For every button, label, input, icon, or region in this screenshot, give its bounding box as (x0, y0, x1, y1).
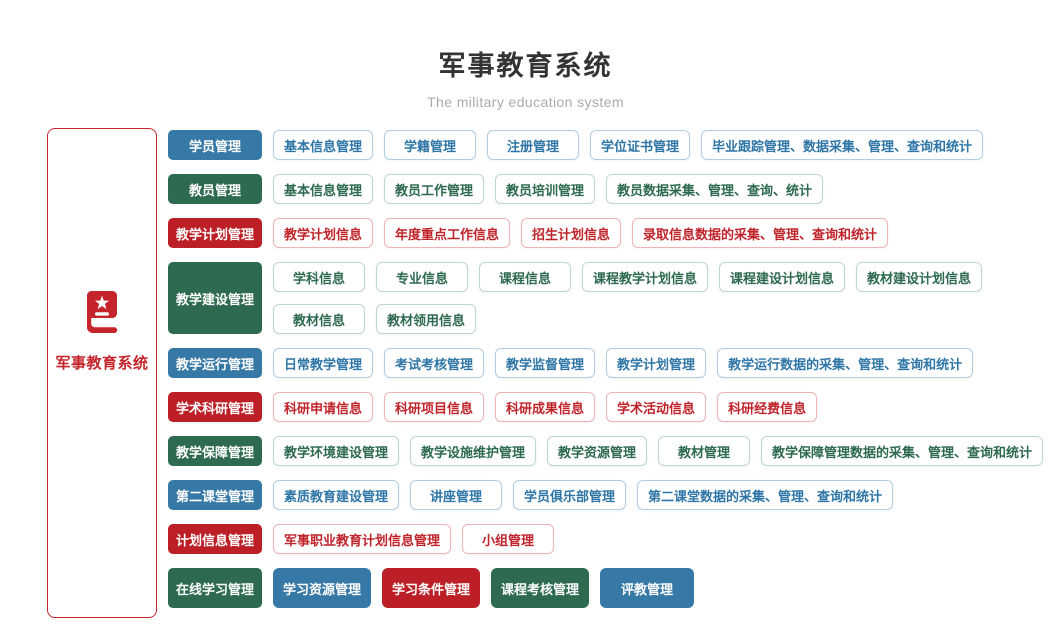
sub-module-button[interactable]: 课程教学计划信息 (582, 262, 709, 292)
book-star-icon (78, 289, 126, 342)
module-row: 教学保障管理教学环境建设管理教学设施维护管理教学资源管理教材管理教学保障管理数据… (168, 436, 1044, 466)
sub-module-button[interactable]: 日常教学管理 (273, 348, 374, 378)
module-line: 日常教学管理考试考核管理教学监督管理教学计划管理教学运行数据的采集、管理、查询和… (273, 348, 974, 378)
module-lines: 基本信息管理教员工作管理教员培训管理教员数据采集、管理、查询、统计 (273, 174, 824, 204)
sub-module-button[interactable]: 学员俱乐部管理 (513, 480, 627, 510)
category-button[interactable]: 学员管理 (168, 130, 262, 160)
system-panel-label: 军事教育系统 (55, 355, 149, 372)
sub-module-button[interactable]: 教材管理 (658, 436, 751, 466)
sub-module-button[interactable]: 录取信息数据的采集、管理、查询和统计 (632, 218, 889, 248)
module-lines: 教学环境建设管理教学设施维护管理教学资源管理教材管理教学保障管理数据的采集、管理… (273, 436, 1044, 466)
sub-module-button[interactable]: 教学环境建设管理 (273, 436, 400, 466)
category-button[interactable]: 教学保障管理 (168, 436, 262, 466)
module-row: 第二课堂管理素质教育建设管理讲座管理学员俱乐部管理第二课堂数据的采集、管理、查询… (168, 480, 1043, 510)
sub-module-button[interactable]: 教员培训管理 (495, 174, 596, 204)
module-row: 在线学习管理学习资源管理学习条件管理课程考核管理评教管理 (168, 568, 1043, 608)
sub-module-button[interactable]: 毕业跟踪管理、数据采集、管理、查询和统计 (701, 130, 984, 160)
module-rows: 学员管理基本信息管理学籍管理注册管理学位证书管理毕业跟踪管理、数据采集、管理、查… (168, 130, 1044, 608)
category-button[interactable]: 计划信息管理 (168, 524, 262, 554)
module-line: 学习资源管理学习条件管理课程考核管理评教管理 (273, 568, 695, 608)
category-button[interactable]: 在线学习管理 (168, 568, 262, 608)
module-line: 教学环境建设管理教学设施维护管理教学资源管理教材管理教学保障管理数据的采集、管理… (273, 436, 1044, 466)
category-button[interactable]: 学术科研管理 (168, 392, 262, 422)
module-row: 教学建设管理学科信息专业信息课程信息课程教学计划信息课程建设计划信息教材建设计划… (168, 262, 1043, 334)
sub-module-button[interactable]: 学习资源管理 (273, 568, 372, 608)
module-line: 基本信息管理学籍管理注册管理学位证书管理毕业跟踪管理、数据采集、管理、查询和统计 (273, 130, 984, 160)
module-line: 基本信息管理教员工作管理教员培训管理教员数据采集、管理、查询、统计 (273, 174, 824, 204)
sub-module-button[interactable]: 科研经费信息 (717, 392, 818, 422)
sub-module-button[interactable]: 课程考核管理 (491, 568, 590, 608)
sub-module-button[interactable]: 评教管理 (600, 568, 695, 608)
module-row: 教学计划管理教学计划信息年度重点工作信息招生计划信息录取信息数据的采集、管理、查… (168, 218, 1043, 248)
module-lines: 素质教育建设管理讲座管理学员俱乐部管理第二课堂数据的采集、管理、查询和统计 (273, 480, 894, 510)
sub-module-button[interactable]: 教学计划信息 (273, 218, 374, 248)
sub-module-button[interactable]: 招生计划信息 (521, 218, 622, 248)
sub-module-button[interactable]: 教学资源管理 (547, 436, 648, 466)
module-lines: 学科信息专业信息课程信息课程教学计划信息课程建设计划信息教材建设计划信息教材信息… (273, 262, 983, 334)
sub-module-button[interactable]: 教学设施维护管理 (410, 436, 537, 466)
sub-module-button[interactable]: 军事职业教育计划信息管理 (273, 524, 452, 554)
sub-module-button[interactable]: 教学监督管理 (495, 348, 596, 378)
sub-module-button[interactable]: 注册管理 (487, 130, 580, 160)
module-row: 计划信息管理军事职业教育计划信息管理小组管理 (168, 524, 1043, 554)
sub-module-button[interactable]: 学习条件管理 (382, 568, 481, 608)
category-button[interactable]: 第二课堂管理 (168, 480, 262, 510)
sub-module-button[interactable]: 教学运行数据的采集、管理、查询和统计 (717, 348, 974, 378)
sub-module-button[interactable]: 科研成果信息 (495, 392, 596, 422)
module-lines: 科研申请信息科研项目信息科研成果信息学术活动信息科研经费信息 (273, 392, 818, 422)
sub-module-button[interactable]: 课程建设计划信息 (719, 262, 846, 292)
category-button[interactable]: 教学计划管理 (168, 218, 262, 248)
sub-module-button[interactable]: 年度重点工作信息 (384, 218, 511, 248)
category-button[interactable]: 教学运行管理 (168, 348, 262, 378)
sub-module-button[interactable]: 教员数据采集、管理、查询、统计 (606, 174, 824, 204)
sub-module-button[interactable]: 基本信息管理 (273, 130, 374, 160)
sub-module-button[interactable]: 考试考核管理 (384, 348, 485, 378)
sub-module-button[interactable]: 教学计划管理 (606, 348, 707, 378)
system-panel-content: 军事教育系统 (55, 289, 148, 373)
module-line: 学科信息专业信息课程信息课程教学计划信息课程建设计划信息教材建设计划信息 (273, 262, 983, 292)
module-line: 素质教育建设管理讲座管理学员俱乐部管理第二课堂数据的采集、管理、查询和统计 (273, 480, 894, 510)
page-subtitle: The military education system (427, 94, 624, 110)
sub-module-button[interactable]: 学籍管理 (384, 130, 477, 160)
page-header: 军事教育系统 The military education system (0, 44, 1051, 110)
category-button[interactable]: 教学建设管理 (168, 262, 262, 334)
module-lines: 军事职业教育计划信息管理小组管理 (273, 524, 555, 554)
sub-module-button[interactable]: 教材建设计划信息 (856, 262, 983, 292)
module-lines: 教学计划信息年度重点工作信息招生计划信息录取信息数据的采集、管理、查询和统计 (273, 218, 889, 248)
sub-module-button[interactable]: 学科信息 (273, 262, 365, 292)
sub-module-button[interactable]: 学术活动信息 (606, 392, 707, 422)
module-row: 教学运行管理日常教学管理考试考核管理教学监督管理教学计划管理教学运行数据的采集、… (168, 348, 1043, 378)
module-lines: 学习资源管理学习条件管理课程考核管理评教管理 (273, 568, 695, 608)
module-row: 学员管理基本信息管理学籍管理注册管理学位证书管理毕业跟踪管理、数据采集、管理、查… (168, 130, 1043, 160)
sub-module-button[interactable]: 课程信息 (479, 262, 571, 292)
sub-module-button[interactable]: 教材领用信息 (376, 304, 477, 334)
module-line: 科研申请信息科研项目信息科研成果信息学术活动信息科研经费信息 (273, 392, 818, 422)
module-line: 教材信息教材领用信息 (273, 304, 982, 334)
module-line: 教学计划信息年度重点工作信息招生计划信息录取信息数据的采集、管理、查询和统计 (273, 218, 889, 248)
module-row: 学术科研管理科研申请信息科研项目信息科研成果信息学术活动信息科研经费信息 (168, 392, 1043, 422)
sub-module-button[interactable]: 学位证书管理 (590, 130, 691, 160)
sub-module-button[interactable]: 教员工作管理 (384, 174, 485, 204)
sub-module-button[interactable]: 教材信息 (273, 304, 365, 334)
sub-module-button[interactable]: 第二课堂数据的采集、管理、查询和统计 (637, 480, 894, 510)
sub-module-button[interactable]: 素质教育建设管理 (273, 480, 400, 510)
module-line: 军事职业教育计划信息管理小组管理 (273, 524, 555, 554)
sub-module-button[interactable]: 科研项目信息 (384, 392, 485, 422)
system-panel: 军事教育系统 (47, 128, 157, 618)
module-lines: 基本信息管理学籍管理注册管理学位证书管理毕业跟踪管理、数据采集、管理、查询和统计 (273, 130, 984, 160)
sub-module-button[interactable]: 教学保障管理数据的采集、管理、查询和统计 (761, 436, 1044, 466)
sub-module-button[interactable]: 科研申请信息 (273, 392, 374, 422)
sub-module-button[interactable]: 讲座管理 (410, 480, 503, 510)
module-row: 教员管理基本信息管理教员工作管理教员培训管理教员数据采集、管理、查询、统计 (168, 174, 1043, 204)
module-lines: 日常教学管理考试考核管理教学监督管理教学计划管理教学运行数据的采集、管理、查询和… (273, 348, 974, 378)
sub-module-button[interactable]: 基本信息管理 (273, 174, 374, 204)
category-button[interactable]: 教员管理 (168, 174, 262, 204)
page-title: 军事教育系统 (438, 51, 613, 81)
sub-module-button[interactable]: 专业信息 (376, 262, 468, 292)
sub-module-button[interactable]: 小组管理 (462, 524, 555, 554)
